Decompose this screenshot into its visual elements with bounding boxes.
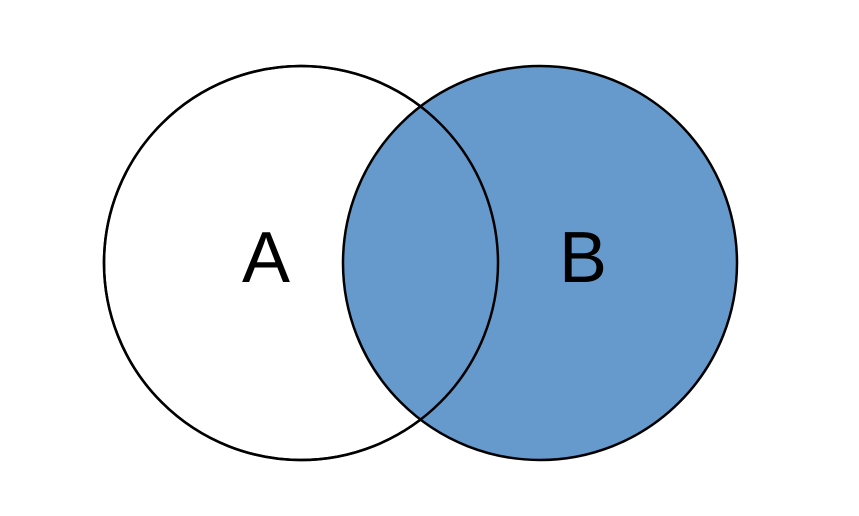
set-b-label: B bbox=[559, 218, 607, 298]
set-a-label: A bbox=[242, 218, 290, 298]
set-a-outline bbox=[102, 64, 500, 462]
set-b-circle[interactable] bbox=[341, 64, 739, 462]
